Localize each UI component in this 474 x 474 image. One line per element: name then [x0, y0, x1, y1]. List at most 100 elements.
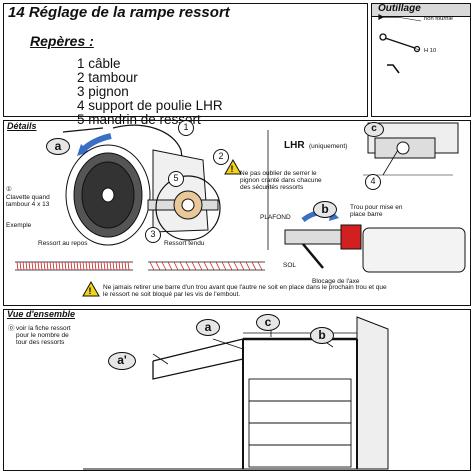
ratchet-wrench-icon [379, 33, 421, 53]
spring-coil [233, 261, 239, 271]
spring-coil [70, 261, 73, 271]
floor-label: SOL [283, 262, 297, 269]
wall [356, 316, 389, 470]
spring-coil [25, 261, 28, 271]
lhr-label: LHR [284, 140, 305, 151]
details-panel [3, 120, 471, 306]
spring-coil [173, 261, 179, 271]
door-overview-drawing [83, 316, 389, 470]
repere-item: 1 câble [77, 56, 121, 71]
spring-coil [34, 261, 37, 271]
spring-coil [121, 261, 124, 271]
bar-warning: Ne jamais retirer une barre d'un trou av… [103, 284, 387, 299]
spring-coil [197, 261, 203, 271]
overview-panel [3, 309, 471, 471]
spring-coil [73, 261, 76, 271]
overview-callout-c: c [256, 314, 280, 331]
lhr-only-label: (uniquement) [309, 143, 348, 150]
number-3: 3 [145, 227, 161, 243]
not-supplied-label: non fournie [424, 16, 454, 22]
spring-coil [245, 261, 251, 271]
spring-coil [251, 261, 257, 271]
overview-callout-a-prime: a' [108, 352, 136, 370]
spring-coil [100, 261, 103, 271]
number-2: 2 [213, 149, 229, 165]
repere-item: 3 pignon [77, 84, 129, 99]
spring-coil [52, 261, 55, 271]
spring-coil [91, 261, 94, 271]
spring-coil [58, 261, 61, 271]
spring-coil [221, 261, 227, 271]
pinion-warning: Ne pas oublier de serrer le pignon crant… [240, 170, 322, 192]
zoom-circle [155, 175, 221, 241]
spring-with-bar [284, 224, 466, 273]
overview-title: Vue d'ensemble [7, 309, 76, 319]
spring-coil [22, 261, 25, 271]
key-number: ① [6, 186, 12, 193]
reperes-heading: Repères : [30, 33, 94, 49]
axle-lock-label: Blocage de l'axe [312, 278, 360, 285]
svg-text:!: ! [231, 164, 234, 174]
overview-callout-a: a [196, 319, 220, 336]
spring-coil [16, 261, 19, 271]
lhr-title: LHR (uniquement) [284, 135, 347, 153]
spring-coil [31, 261, 34, 271]
spring-coil [167, 261, 173, 271]
overview-note-number: ⓪ [8, 325, 15, 332]
spring-coil [155, 261, 161, 271]
repere-item: 5 mandrin de ressort [77, 112, 201, 127]
spring-coil [191, 261, 197, 271]
spring-coil [85, 261, 88, 271]
door-panels [248, 378, 352, 468]
spring-coil [79, 261, 82, 271]
title-panel [3, 3, 368, 117]
tools-title: Outillage [378, 3, 421, 14]
spring-coil [124, 261, 127, 271]
spring-coil [94, 261, 97, 271]
cable [112, 124, 186, 181]
spring-coil [103, 261, 106, 271]
callout-c: c [364, 122, 384, 137]
spring-coil [109, 261, 112, 271]
spring-coil [203, 261, 209, 271]
number-1: 1 [178, 120, 194, 136]
spring-coil [64, 261, 67, 271]
spring-coil [106, 261, 109, 271]
spring-coil [239, 261, 245, 271]
spring-coil [49, 261, 52, 271]
details-title: Détails [7, 121, 37, 131]
spring-coil [37, 261, 40, 271]
wrench-size-label: H 10 [424, 48, 437, 54]
spring-coil [43, 261, 46, 271]
ceiling-label: PLAFOND [260, 214, 291, 221]
spring-coil [28, 261, 31, 271]
example-label: Exemple [6, 222, 32, 229]
reperes-list: 1 câble 2 tambour 3 pignon 4 support de … [77, 57, 223, 127]
spring-coil [55, 261, 58, 271]
drum-assembly-drawing: ! ! [15, 122, 466, 297]
overview-callout-b: b [310, 327, 334, 344]
wrench-icon [378, 14, 399, 20]
repere-item: 2 tambour [77, 70, 138, 85]
spring-coil [67, 261, 70, 271]
spring-coil [118, 261, 121, 271]
bar-hole-label: Trou pour mise en place barre [350, 204, 403, 219]
tools-panel [371, 3, 471, 117]
number-4: 4 [365, 174, 381, 190]
spring-coil [19, 261, 22, 271]
warning-icon [224, 158, 242, 175]
svg-text:!: ! [89, 286, 92, 296]
spring-coil [76, 261, 79, 271]
spring-coil [112, 261, 115, 271]
spring-tensioned-label: Ressort tendu [164, 240, 205, 247]
spring-coil [97, 261, 100, 271]
spring-coil [161, 261, 167, 271]
drum [65, 144, 151, 246]
spring-coil [40, 261, 43, 271]
spring-coil [82, 261, 85, 271]
spring-coil [185, 261, 191, 271]
spring-tensioned [148, 261, 265, 271]
tools-header-band [372, 4, 470, 17]
spring-coil [61, 261, 64, 271]
spring-coil [46, 261, 49, 271]
